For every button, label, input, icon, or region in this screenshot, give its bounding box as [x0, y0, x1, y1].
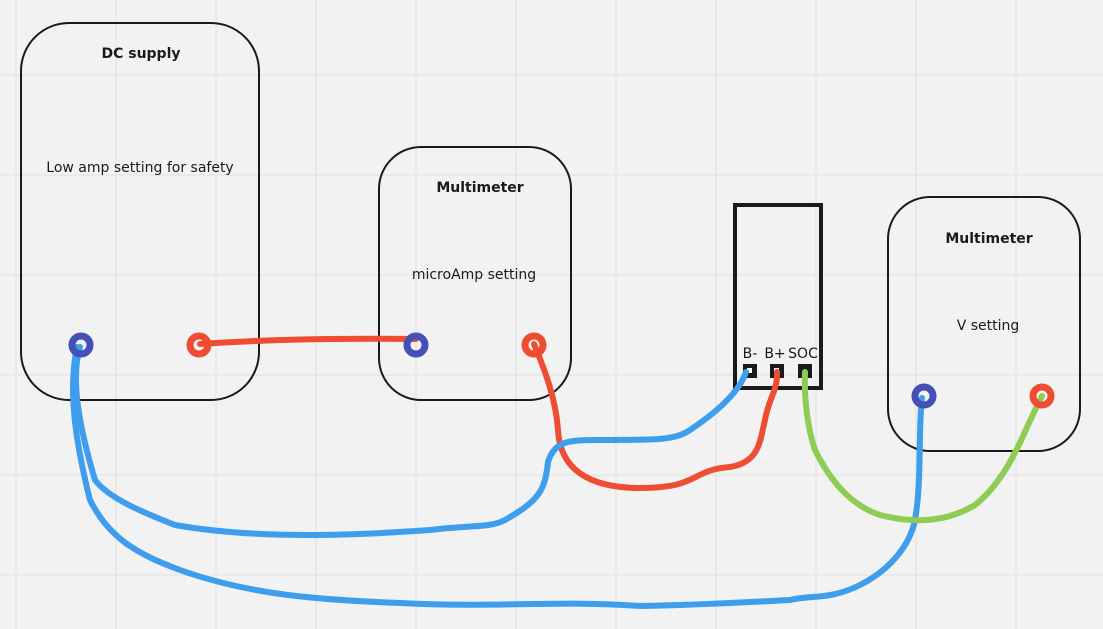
- red-wire-supply-to-meter[interactable]: [197, 335, 419, 347]
- multimeter-current[interactable]: Multimeter microAmp setting: [378, 146, 572, 401]
- blue-wire-supply-to-bminus[interactable]: [73, 344, 749, 538]
- multimeter-voltage-note: V setting: [957, 318, 1020, 334]
- dc-supply-title: DC supply: [101, 46, 180, 62]
- multimeter-voltage-positive-terminal[interactable]: [1029, 383, 1055, 409]
- multimeter-voltage-negative-terminal[interactable]: [911, 383, 937, 409]
- multimeter-voltage-title: Multimeter: [945, 231, 1032, 247]
- multimeter-current-note: microAmp setting: [412, 267, 536, 283]
- blue-wire-supply-to-voltmeter[interactable]: [70, 344, 925, 609]
- battery-board[interactable]: B- B+ SOC: [733, 203, 823, 390]
- dc-supply[interactable]: DC supply Low amp setting for safety: [20, 22, 260, 401]
- dc-supply-positive-terminal[interactable]: [186, 332, 212, 358]
- multimeter-current-positive-terminal[interactable]: [521, 332, 547, 358]
- pin-label-soc: SOC: [788, 346, 818, 362]
- pin-label-b-minus: B-: [743, 346, 758, 362]
- multimeter-voltage[interactable]: Multimeter V setting: [887, 196, 1081, 452]
- pin-label-b-plus: B+: [764, 346, 785, 362]
- red-wire-meter-to-bplus[interactable]: [531, 341, 781, 491]
- dc-supply-negative-terminal[interactable]: [68, 332, 94, 358]
- dc-supply-note: Low amp setting for safety: [46, 160, 233, 176]
- multimeter-current-title: Multimeter: [436, 180, 523, 196]
- green-wire-soc-to-voltmeter[interactable]: [801, 369, 1045, 524]
- multimeter-current-negative-terminal[interactable]: [403, 332, 429, 358]
